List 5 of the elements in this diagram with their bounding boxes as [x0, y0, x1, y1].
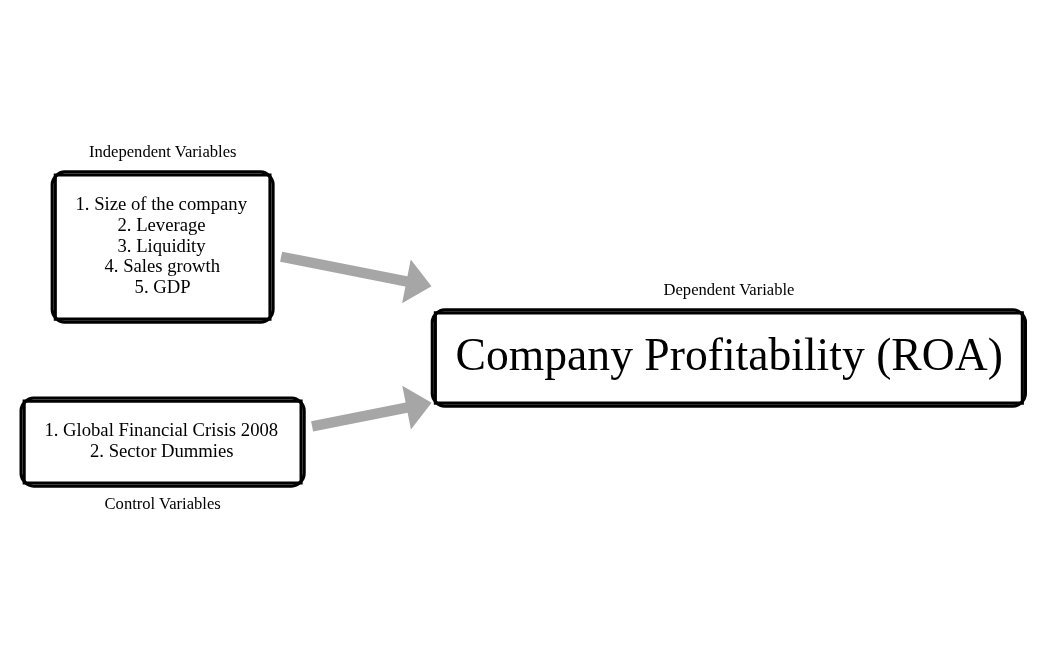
arrow [311, 385, 432, 431]
node-label: Control Variables [104, 493, 221, 513]
node-label: Dependent Variable [663, 279, 795, 299]
arrow [280, 251, 432, 303]
node-label: Independent Variables [89, 141, 237, 161]
